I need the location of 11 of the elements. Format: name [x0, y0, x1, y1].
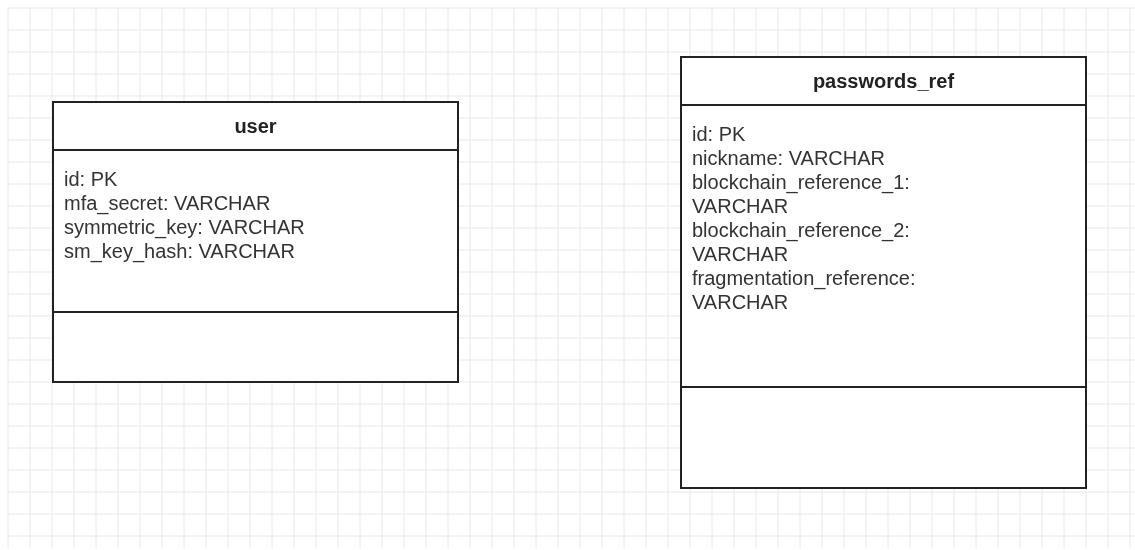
class-name: passwords_ref — [812, 69, 955, 93]
attribute-text: id: PK — [64, 167, 119, 191]
class-name: user — [234, 114, 277, 138]
attribute-text: symmetric_key: VARCHAR — [64, 215, 306, 239]
attribute-text: sm_key_hash: VARCHAR — [64, 239, 296, 263]
attribute-text: mfa_secret: VARCHAR — [64, 191, 272, 215]
attribute-text: id: PK — [692, 122, 747, 146]
class-box — [680, 56, 1087, 489]
class-box — [52, 101, 459, 383]
attribute-text: fragmentation_reference: VARCHAR — [692, 266, 917, 314]
attribute-text: nickname: VARCHAR — [692, 146, 887, 170]
